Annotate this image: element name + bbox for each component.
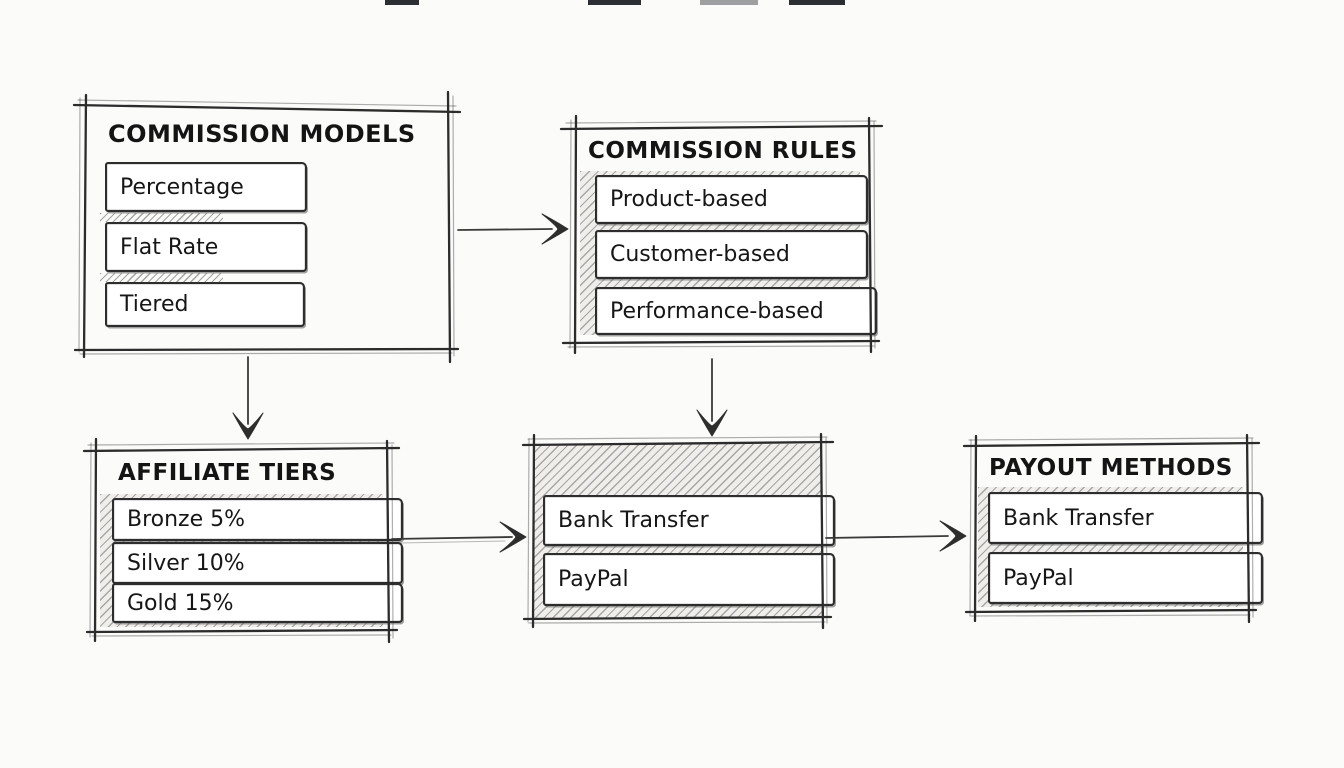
top-edge-mark bbox=[700, 0, 758, 5]
box-title: PAYOUT METHODS bbox=[989, 455, 1233, 481]
box-commission-rules: COMMISSION RULES Product-based Customer-… bbox=[575, 127, 877, 343]
box-commission-models: COMMISSION MODELS Percentage Flat Rate T… bbox=[85, 104, 448, 351]
arrow-models-to-rules bbox=[457, 213, 569, 245]
node-flat-rate: Flat Rate bbox=[100, 222, 307, 282]
node-gold: Gold 15% bbox=[112, 583, 403, 623]
node-customer-based: Customer-based bbox=[595, 230, 868, 279]
box-affiliate-tiers: AFFILIATE TIERS Bronze 5% Silver 10% Gol… bbox=[95, 450, 403, 632]
box-payout-methods: PAYOUT METHODS Bank Transfer PayPal bbox=[975, 445, 1263, 612]
arrow-payment-to-payout bbox=[825, 520, 967, 552]
node-paypal: PayPal bbox=[543, 553, 835, 606]
node-tiered: Tiered bbox=[105, 282, 305, 327]
node-silver: Silver 10% bbox=[112, 542, 403, 584]
top-edge-mark bbox=[385, 0, 419, 5]
arrow-rules-to-payment bbox=[696, 358, 728, 437]
arrow-models-to-tiers bbox=[232, 356, 264, 440]
arrow-tiers-to-payment bbox=[391, 521, 527, 553]
box-payment-methods-untitled: Bank Transfer PayPal bbox=[533, 444, 835, 618]
box-title: COMMISSION MODELS bbox=[108, 120, 416, 148]
node-bronze: Bronze 5% bbox=[112, 498, 403, 541]
box-title: AFFILIATE TIERS bbox=[118, 460, 337, 486]
top-edge-mark bbox=[588, 0, 641, 5]
node-percentage: Percentage bbox=[100, 162, 307, 222]
node-performance-based: Performance-based bbox=[595, 287, 877, 335]
top-edge-mark bbox=[789, 0, 845, 5]
node-paypal: PayPal bbox=[988, 552, 1263, 604]
node-product-based: Product-based bbox=[595, 175, 868, 224]
box-title: COMMISSION RULES bbox=[588, 138, 858, 164]
node-bank-transfer: Bank Transfer bbox=[988, 492, 1263, 544]
node-bank-transfer: Bank Transfer bbox=[543, 495, 835, 546]
